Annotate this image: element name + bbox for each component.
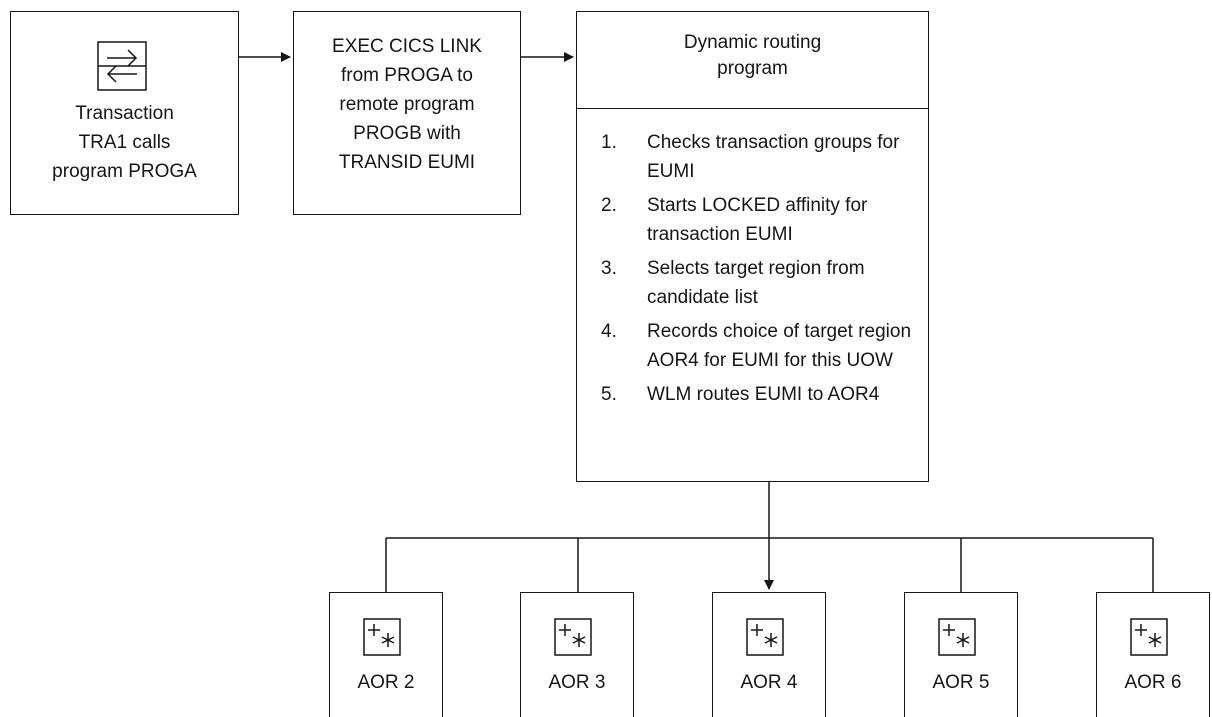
routing-step: 1. Checks transaction groups for EUMI (577, 128, 928, 186)
routing-steps-list: 1. Checks transaction groups for EUMI 2.… (577, 128, 928, 414)
region-label: AOR 6 (1124, 672, 1182, 693)
step-number: 3. (601, 258, 617, 279)
link-line: remote program (339, 94, 475, 115)
transaction-line: Transaction (75, 103, 174, 124)
routing-step: 5. WLM routes EUMI to AOR4 (577, 380, 928, 409)
step-number: 5. (601, 384, 617, 405)
region-icon (938, 618, 976, 656)
step-text: Checks transaction groups for EUMI (647, 132, 900, 182)
routing-step: 4. Records choice of target region AOR4 … (577, 317, 928, 375)
link-text: EXEC CICS LINK from PROGA to remote prog… (294, 32, 520, 177)
step-text: Records choice of target region AOR4 for… (647, 321, 912, 371)
link-line: from PROGA to (341, 65, 473, 86)
region-box-aor5: AOR 5 (904, 592, 1018, 717)
transaction-exchange-icon (97, 41, 147, 91)
step-text: Starts LOCKED affinity for transaction E… (647, 195, 868, 245)
region-label: AOR 3 (548, 672, 606, 693)
link-line: EXEC CICS LINK (332, 36, 482, 57)
region-box-aor6: AOR 6 (1096, 592, 1210, 717)
region-box-aor3: AOR 3 (520, 592, 634, 717)
region-box-aor4: AOR 4 (712, 592, 826, 717)
routing-step: 3. Selects target region from candidate … (577, 254, 928, 312)
transaction-line: program PROGA (52, 161, 197, 182)
region-icon (746, 618, 784, 656)
transaction-line: TRA1 calls (78, 132, 171, 153)
transaction-text: Transaction TRA1 calls program PROGA (11, 99, 238, 186)
step-number: 1. (601, 132, 617, 153)
routing-step: 2. Starts LOCKED affinity for transactio… (577, 191, 928, 249)
step-number: 4. (601, 321, 617, 342)
step-text: Selects target region from candidate lis… (647, 258, 865, 308)
router-title-line: program (717, 58, 788, 79)
region-box-aor2: AOR 2 (329, 592, 443, 717)
region-icon (1130, 618, 1168, 656)
dynamic-routing-box: Dynamic routing program 1. Checks transa… (576, 11, 929, 482)
region-icon (363, 618, 401, 656)
link-line: TRANSID EUMI (338, 152, 476, 173)
router-title: Dynamic routing program (577, 30, 928, 82)
router-title-line: Dynamic routing (683, 32, 822, 53)
region-label: AOR 2 (357, 672, 415, 693)
link-line: PROGB with (353, 123, 461, 144)
step-number: 2. (601, 195, 617, 216)
link-box: EXEC CICS LINK from PROGA to remote prog… (293, 11, 521, 215)
router-divider (577, 108, 928, 109)
region-label: AOR 4 (740, 672, 798, 693)
transaction-box: Transaction TRA1 calls program PROGA (10, 11, 239, 215)
region-icon (554, 618, 592, 656)
region-label: AOR 5 (932, 672, 990, 693)
step-text: WLM routes EUMI to AOR4 (647, 384, 880, 405)
